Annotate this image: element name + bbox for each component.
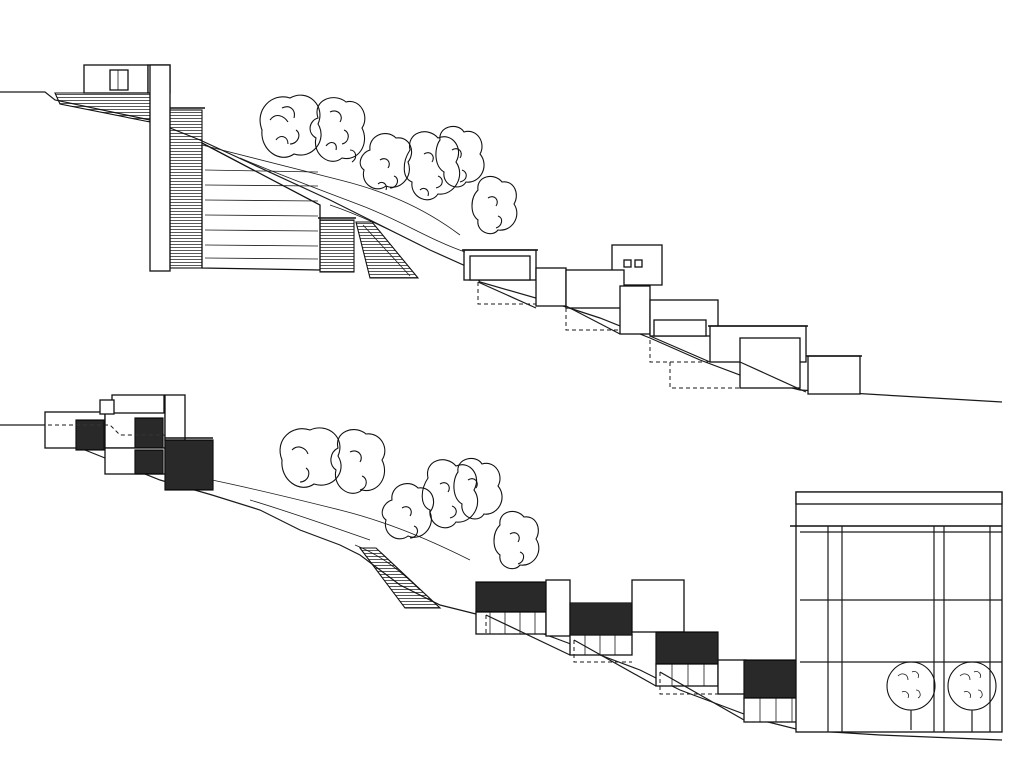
top-cluster bbox=[44, 394, 214, 491]
tree-5 bbox=[435, 125, 485, 188]
round-tree-left bbox=[886, 661, 936, 730]
tree-6 bbox=[471, 175, 518, 235]
tree-11 bbox=[453, 457, 503, 520]
tower bbox=[149, 64, 205, 272]
tree-7 bbox=[279, 427, 342, 488]
tree-9 bbox=[381, 483, 435, 540]
tree-4 bbox=[403, 131, 461, 201]
retaining-wall bbox=[201, 141, 420, 279]
tree-8 bbox=[330, 429, 386, 494]
tree-3 bbox=[359, 133, 413, 191]
tree-10 bbox=[421, 459, 479, 529]
tree-1 bbox=[259, 94, 322, 158]
round-tree-right bbox=[947, 661, 997, 732]
tree-12 bbox=[493, 510, 540, 570]
lower-elevation bbox=[0, 394, 1003, 741]
upper-tree-group bbox=[201, 94, 518, 253]
lower-tree-group bbox=[211, 427, 540, 609]
terrace-houses-upper bbox=[462, 244, 862, 395]
upper-section bbox=[0, 64, 1003, 403]
tree-2 bbox=[309, 97, 366, 163]
